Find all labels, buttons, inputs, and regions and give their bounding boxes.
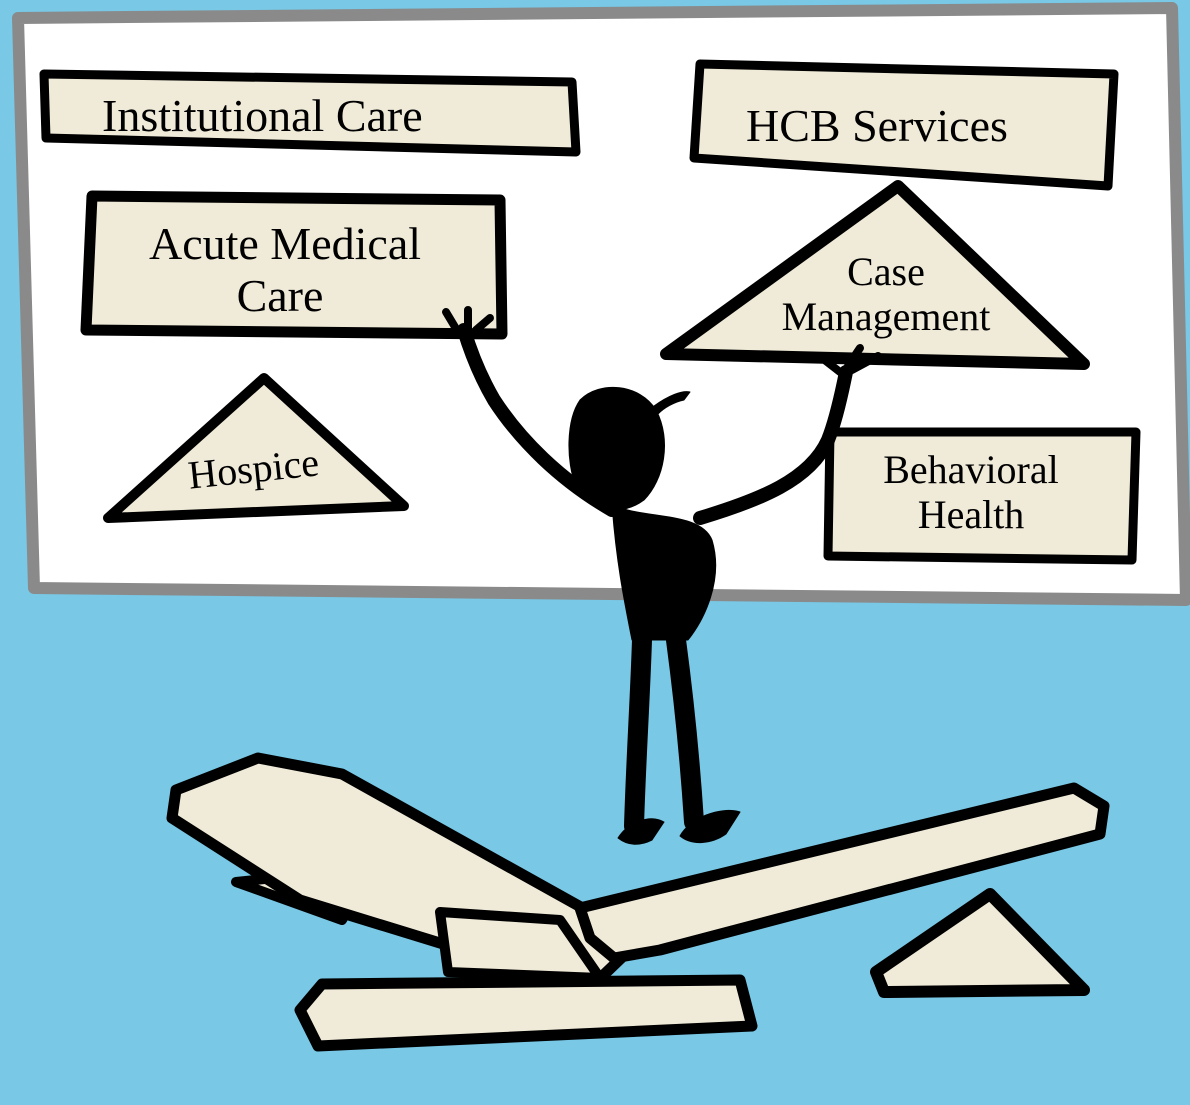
acute-medical-care-line2: Care: [236, 269, 324, 321]
institutional-care-text: Institutional Care: [102, 90, 423, 141]
hcb-services-card: [689, 59, 1119, 191]
behavioral-health-line1: Behavioral: [883, 447, 1059, 492]
behavioral-health-card: [823, 427, 1141, 565]
stick-figure: [442, 306, 882, 845]
hcb-services-text: HCB Services: [746, 100, 1008, 151]
case-management-line2: Management: [781, 293, 991, 339]
fallen-boards: [166, 752, 1110, 1052]
hcb-services-label: HCB Services: [746, 100, 1008, 152]
institutional-care-card: [39, 69, 581, 157]
acute-medical-care-line1: Acute Medical: [148, 218, 422, 269]
behavioral-health-line2: Health: [917, 491, 1025, 537]
case-management-line1: Case: [847, 249, 925, 294]
acute-medical-care-label: Acute Medical Care: [120, 218, 450, 321]
hospice-card: [103, 373, 409, 523]
behavioral-health-label: Behavioral Health: [846, 447, 1096, 538]
acute-medical-care-card: [80, 190, 508, 340]
case-management-label: Case Management: [756, 249, 1016, 340]
institutional-care-label: Institutional Care: [102, 90, 423, 142]
